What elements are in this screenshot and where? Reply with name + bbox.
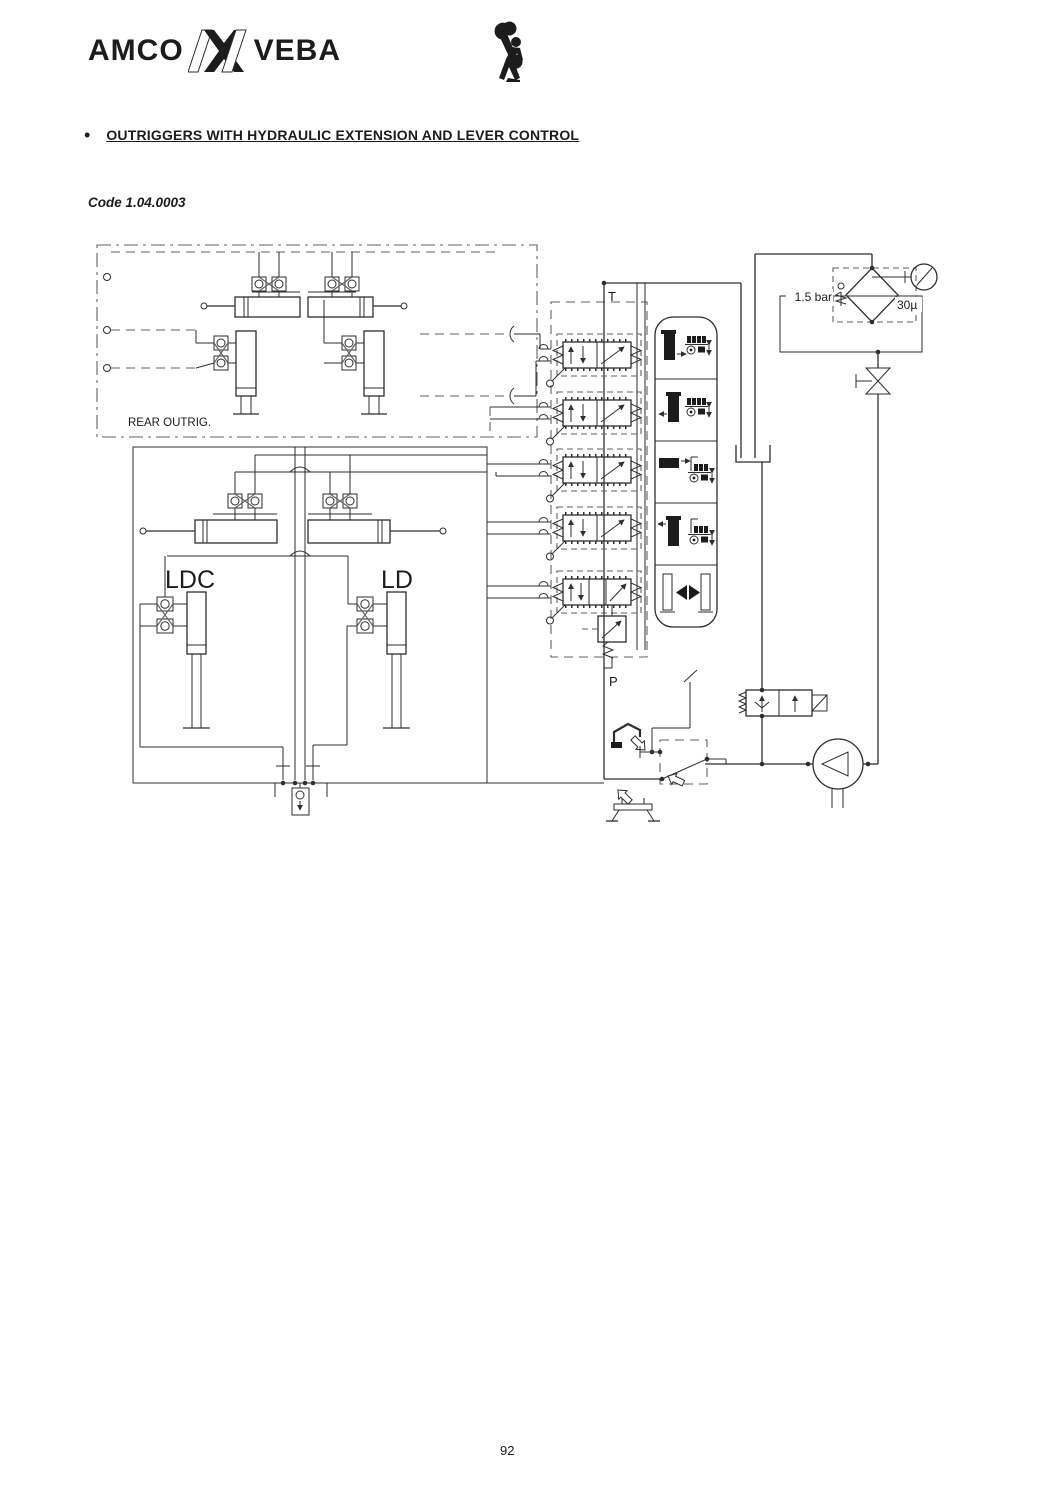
page-number: 92 xyxy=(500,1443,515,1458)
bypass-check-valve xyxy=(737,687,828,764)
rear-stabilizer-cylinder-left xyxy=(195,330,259,415)
lever-valve-4 xyxy=(546,506,643,561)
valve-bank: T P xyxy=(546,283,648,779)
filter-rating-label: 30µ xyxy=(897,298,917,312)
ld-label: LD xyxy=(381,566,413,594)
section-title: OUTRIGGERS WITH HYDRAULIC EXTENSION AND … xyxy=(106,127,580,143)
lever-valve-3 xyxy=(546,448,643,503)
coupling-block xyxy=(291,787,310,816)
front-outriggers-box: LDC LD xyxy=(132,446,488,784)
pictogram-extension-out-icon xyxy=(659,457,712,483)
crane-mode-icon xyxy=(611,722,650,755)
pictogram-extension-in-icon xyxy=(657,516,712,546)
bullet-icon: • xyxy=(84,125,91,145)
return-lines xyxy=(601,253,873,690)
shutoff-valve-icon xyxy=(855,367,892,395)
rear-outriggers-box: REAR OUTRIG. xyxy=(96,244,538,438)
pressure-gauge-icon xyxy=(910,263,938,291)
lever-icon xyxy=(546,379,554,388)
lever-valve-1 xyxy=(546,333,643,388)
logo-text-amco: AMCO xyxy=(88,34,184,67)
rear-stabilizer-cylinder-right xyxy=(323,300,387,415)
lever-icon xyxy=(546,437,554,446)
tank-icon xyxy=(735,445,771,463)
front-extension-cylinder-right xyxy=(307,455,447,544)
rear-check-valves xyxy=(251,252,360,297)
logo-text-veba: VEBA xyxy=(253,34,342,67)
center-manifold xyxy=(274,765,604,816)
front-extension-cylinder-left xyxy=(139,455,278,544)
rear-extension-cylinder-left xyxy=(200,291,301,318)
lever-icon xyxy=(546,494,554,503)
mechanic-icon xyxy=(494,21,523,82)
bypass-rating-label: 1.5 bar xyxy=(795,290,832,304)
bypass-valve-icon xyxy=(834,282,848,306)
amco-veba-logo: AMCO VEBA xyxy=(88,26,341,76)
lever-icon xyxy=(546,552,554,561)
pressure-port-label: P xyxy=(609,674,618,689)
line-couplings xyxy=(420,325,551,405)
pictogram-jack-down-icon xyxy=(661,330,709,360)
lever-valve-5 xyxy=(546,570,643,625)
filter-assembly: 1.5 bar 30µ xyxy=(779,263,938,764)
ldc-label: LDC xyxy=(165,566,215,594)
code-label: Code 1.04.0003 xyxy=(88,195,186,210)
rear-outrig-label: REAR OUTRIG. xyxy=(128,417,211,429)
rear-extension-cylinder-right xyxy=(307,291,408,318)
logo-x-emblem-icon xyxy=(187,29,247,73)
ld-stabilizer-cylinder: LD xyxy=(313,556,413,746)
lever-icon xyxy=(546,616,554,625)
tank-port-label: T xyxy=(608,289,616,304)
relief-valve xyxy=(582,605,627,669)
outrigger-mode-icon xyxy=(606,785,660,822)
work-lines xyxy=(487,344,551,599)
ldc-stabilizer-cylinder: LDC xyxy=(139,556,215,747)
function-pictogram-panel xyxy=(654,316,718,628)
lever-valve-2 xyxy=(546,391,643,446)
mode-selector xyxy=(604,669,727,790)
pump-icon xyxy=(705,738,878,808)
pictogram-jack-up-icon xyxy=(658,392,709,422)
pictogram-side-shift-icon xyxy=(660,573,713,613)
filter-icon xyxy=(845,267,899,323)
